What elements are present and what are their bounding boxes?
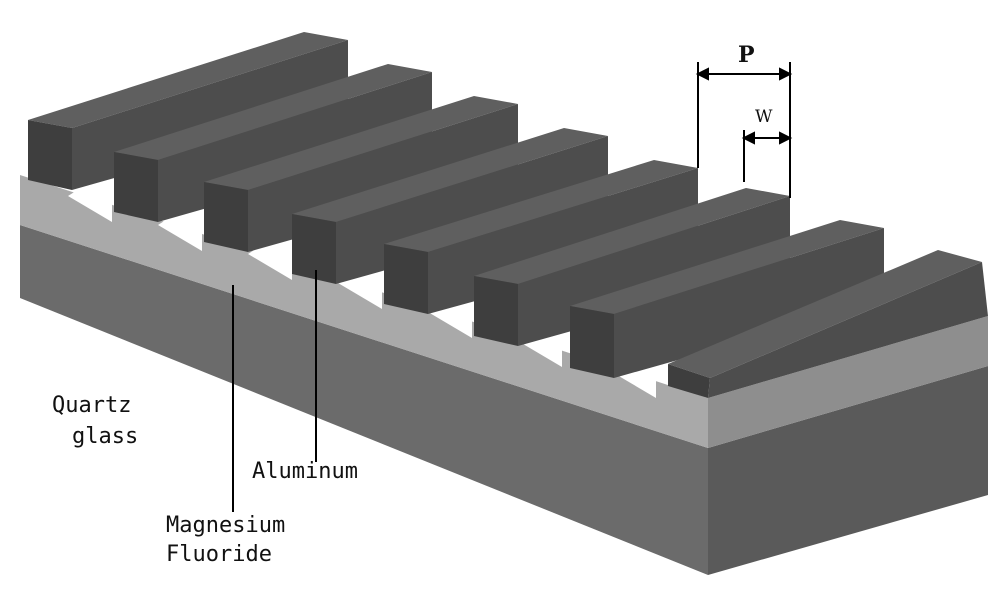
line-top-face bbox=[668, 250, 982, 378]
line-front-face bbox=[114, 152, 158, 222]
quartz-glass-label-line2: glass bbox=[72, 424, 138, 449]
line-front-face bbox=[292, 214, 336, 284]
aluminum-lines bbox=[28, 32, 988, 398]
line-top-face bbox=[114, 64, 432, 160]
line-top-face bbox=[570, 220, 884, 314]
line-front-face bbox=[204, 182, 248, 252]
line-front-face bbox=[384, 244, 428, 314]
material-labels: Quartz glass Aluminum Magnesium Fluoride bbox=[52, 393, 358, 567]
period-arrowhead-right bbox=[779, 67, 793, 81]
substrate-front-face bbox=[20, 225, 708, 575]
line-top-face bbox=[384, 160, 698, 252]
line-top-face bbox=[204, 96, 518, 190]
dimension-markers bbox=[695, 62, 793, 198]
aluminum-label: Aluminum bbox=[252, 459, 358, 484]
line-front-face bbox=[668, 364, 710, 398]
line-right-face bbox=[708, 262, 988, 398]
line-front-face bbox=[570, 306, 614, 378]
line-top-face bbox=[474, 188, 790, 284]
period-arrowhead-left bbox=[695, 67, 709, 81]
aluminum-line bbox=[570, 220, 884, 378]
line-front-face bbox=[28, 120, 72, 190]
leader-lines bbox=[232, 270, 317, 512]
magnesium-fluoride-label-line1: Magnesium bbox=[166, 513, 285, 538]
magnesium-fluoride-label-line2: Fluoride bbox=[166, 542, 272, 567]
width-arrowhead-left bbox=[741, 131, 755, 145]
quartz-glass-label-line1: Quartz bbox=[52, 393, 131, 418]
line-right-face bbox=[614, 228, 884, 378]
width-arrowhead-right bbox=[779, 131, 793, 145]
width-label: W bbox=[755, 107, 773, 127]
line-top-face bbox=[292, 128, 608, 222]
aluminum-line bbox=[668, 250, 988, 398]
period-label: P bbox=[738, 42, 755, 68]
quartz-substrate bbox=[20, 225, 988, 575]
mgf-right-face bbox=[708, 316, 988, 448]
substrate-right-face bbox=[708, 366, 988, 575]
line-top-face bbox=[28, 32, 348, 128]
line-front-face bbox=[474, 276, 518, 346]
